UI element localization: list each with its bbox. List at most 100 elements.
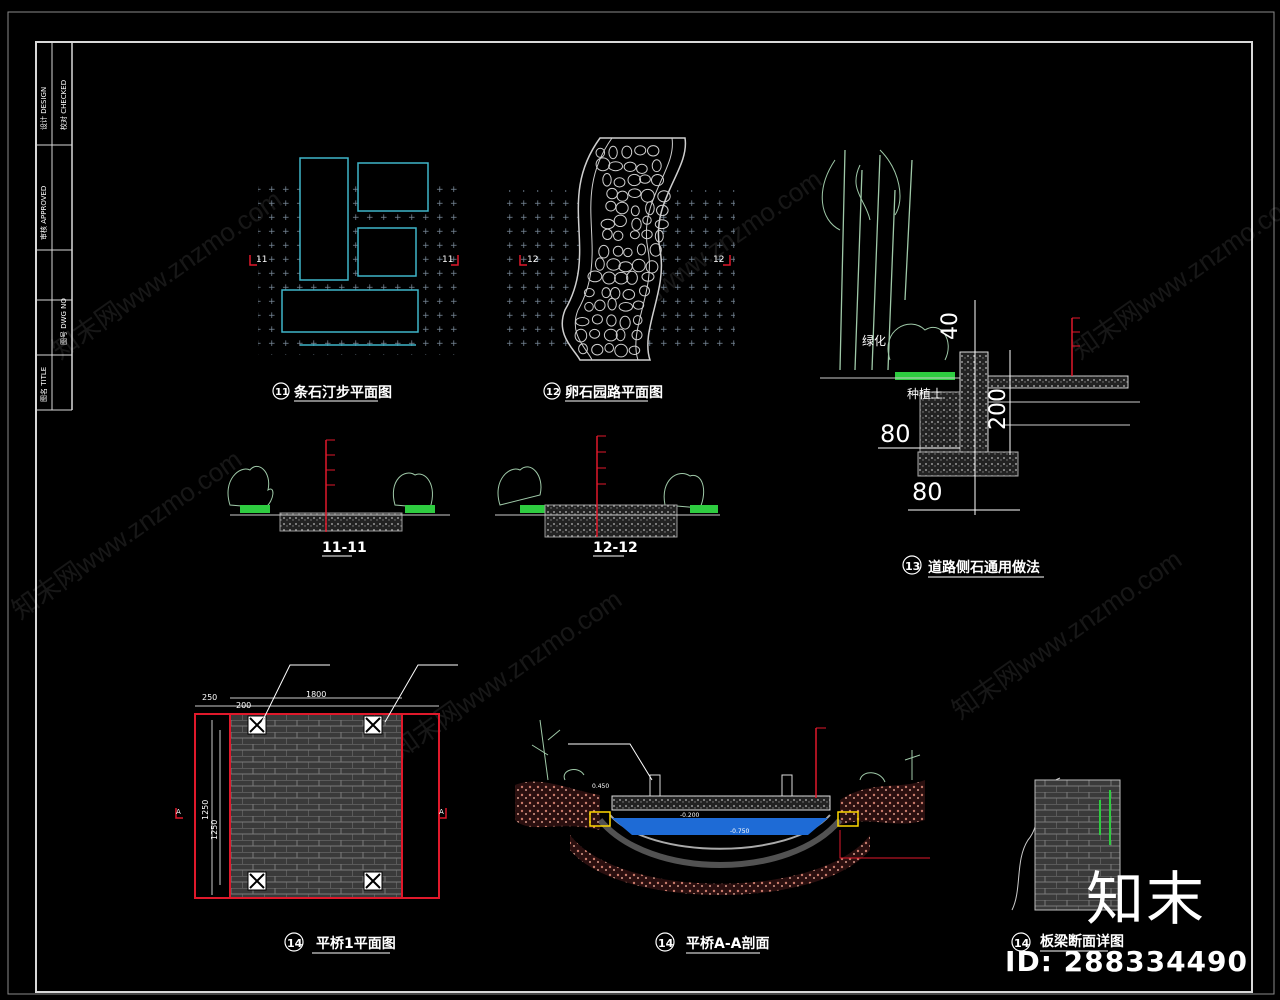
label-planting-soil: 种植土: [907, 386, 943, 401]
pebble: [651, 159, 662, 173]
pebble: [575, 317, 590, 327]
pebble: [634, 145, 647, 156]
pebble: [598, 244, 610, 259]
detail-13-number: 13: [905, 560, 920, 573]
pebble: [654, 229, 664, 243]
pebble: [602, 173, 612, 187]
pebble: [629, 230, 640, 240]
title-block-cell-5: 图名 TITLE: [39, 367, 48, 402]
pebble: [614, 271, 629, 285]
elevation-top: 0.450: [592, 783, 609, 790]
detail-14-slab-beam: 14 板梁断面详图: [1011, 777, 1124, 952]
section-11-11-title: 11-11: [322, 540, 367, 556]
watermark: 知末网www.znzmo.com: [46, 184, 287, 365]
detail-11-title: 条石汀步平面图: [293, 384, 392, 401]
pebble: [639, 285, 650, 297]
pebble: [613, 230, 624, 242]
pebble: [632, 300, 645, 310]
pebble: [614, 343, 628, 358]
elevation-bottom: -0.750: [730, 828, 750, 835]
pebble: [636, 163, 648, 174]
detail-14-slab-number: 14: [1014, 937, 1030, 950]
section-mark-a-left: A: [176, 808, 181, 816]
watermark: 知末网www.znzmo.com: [6, 444, 247, 625]
detail-14-plan-title: 平桥1平面图: [316, 935, 396, 952]
watermark: 知末网www.znzmo.com: [386, 584, 627, 765]
dim-200: 200: [986, 388, 1011, 430]
pebble: [583, 288, 595, 298]
pebble: [606, 258, 621, 271]
section-marker-11-right: 11: [442, 255, 453, 265]
title-block-cell-1: 设计 DESIGN: [39, 87, 48, 130]
watermark: 知末网www.znzmo.com: [1066, 184, 1280, 365]
pebble: [606, 314, 617, 327]
detail-13-title: 道路侧石通用做法: [928, 559, 1040, 576]
section-marker-12-left: 12: [527, 255, 538, 265]
pebble: [623, 247, 633, 258]
image-id-label: ID: 288334490: [1005, 945, 1248, 978]
title-block-cell-2: 校对 CHECKED: [59, 80, 68, 130]
outer-frame: [7, 11, 1275, 995]
pebble: [642, 215, 652, 225]
pebble: [641, 271, 655, 282]
pebble: [628, 188, 642, 198]
section-mark-a-right: A: [439, 808, 444, 816]
title-block-cell-3: 审核 APPROVED: [39, 186, 48, 240]
detail-12-title: 卵石园路平面图: [565, 384, 663, 401]
pebble: [621, 145, 633, 159]
detail-14-plan-number: 14: [287, 937, 303, 950]
pebble: [641, 229, 653, 240]
detail-12-number: 12: [546, 387, 560, 398]
elevation-water: -0.200: [680, 812, 700, 819]
section-marker-11-left: 11: [256, 255, 267, 265]
pebble: [622, 289, 636, 300]
section-11-11: 11-11: [227, 439, 450, 557]
dim-80-upper: 80: [880, 420, 911, 448]
pebble: [612, 245, 624, 257]
pebble: [631, 329, 643, 341]
pebble: [654, 219, 669, 230]
detail-11-plan: 11 11 11 条石汀步平面图: [249, 157, 459, 402]
dim-vertical-1: 1250: [201, 800, 210, 820]
pebble: [574, 328, 588, 343]
pebble: [610, 287, 621, 300]
pebble: [595, 257, 605, 271]
pebble: [602, 271, 616, 285]
pebble: [594, 299, 606, 312]
detail-12-plan: 12 12 12 卵石园路平面图: [505, 137, 735, 402]
pebble: [589, 328, 601, 339]
pebble: [613, 214, 627, 228]
dim-250: 250: [202, 693, 217, 702]
pebble: [627, 173, 642, 187]
detail-13-curb: 绿化 种植土 40 200 80 80 13 道路侧石通用做法: [820, 149, 1140, 578]
dim-1800: 1800: [306, 690, 326, 699]
section-marker-12-right: 12: [713, 255, 724, 265]
dim-200: 200: [236, 701, 251, 710]
pebble: [657, 190, 671, 203]
pebble: [631, 217, 642, 231]
title-block: 设计 DESIGN 校对 CHECKED 审核 APPROVED 图号 DWG …: [36, 42, 73, 411]
pebble: [647, 145, 660, 157]
pebble: [626, 270, 638, 285]
pebble: [628, 345, 641, 355]
pebble: [645, 201, 655, 216]
pebble: [616, 190, 629, 202]
pebble: [591, 314, 603, 325]
detail-14-section-title: 平桥A-A剖面: [686, 935, 769, 952]
drawing-border: [35, 41, 1253, 993]
section-12-12-title: 12-12: [593, 540, 638, 556]
pebble: [615, 328, 626, 342]
label-greenery: 绿化: [862, 333, 886, 348]
pebble: [591, 343, 604, 356]
pebble: [619, 315, 631, 330]
pebble: [631, 258, 646, 273]
dim-40: 40: [938, 312, 963, 340]
detail-14-bridge-section: 0.450 -0.200 -0.750 14 平桥A-A剖面: [515, 719, 930, 954]
pebble: [618, 302, 633, 312]
pebble: [615, 201, 629, 215]
pebble: [584, 301, 594, 312]
detail-11-number: 11: [275, 387, 289, 398]
pebble: [602, 228, 613, 241]
pebble: [587, 270, 603, 283]
